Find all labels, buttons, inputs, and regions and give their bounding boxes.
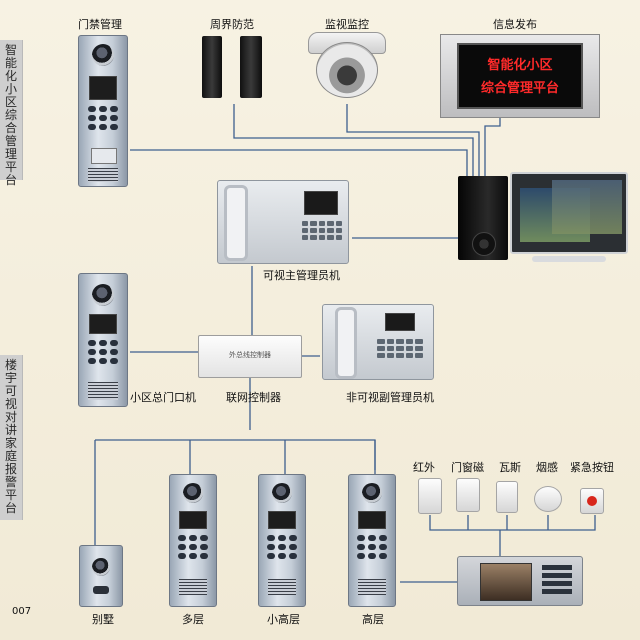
label-network-controller: 联网控制器 <box>226 391 281 404</box>
camera-lens-icon <box>92 284 114 306</box>
dome-camera <box>308 32 386 98</box>
panel-display <box>358 511 386 529</box>
console-keypad <box>302 221 342 240</box>
label-nonvideo-sub-console: 非可视副管理员机 <box>346 391 434 404</box>
smoke-detector-icon <box>534 486 562 512</box>
monitor-stand <box>532 256 606 262</box>
indoor-video-monitor <box>457 556 583 606</box>
camera-dome-icon <box>316 42 378 98</box>
red-button <box>587 496 597 506</box>
side-tab-label: 智能化小区综合管理平台 <box>4 43 17 187</box>
door-magnet-sensor-icon <box>456 478 480 512</box>
camera-lens-icon <box>272 483 292 503</box>
label-entrance-unit: 小区总门口机 <box>130 391 196 404</box>
side-tab-management-platform: 智能化小区综合管理平台 <box>0 40 23 187</box>
console-keypad <box>377 339 423 358</box>
video-main-console <box>217 180 349 264</box>
label-multi-storey: 多层 <box>182 613 204 626</box>
label-access-control: 门禁管理 <box>78 18 122 31</box>
label-high-rise: 高层 <box>362 613 384 626</box>
label-villa: 别墅 <box>92 613 114 626</box>
handset-icon <box>224 185 248 261</box>
speaker-grille <box>358 579 386 595</box>
label-infrared: 红外 <box>413 461 435 474</box>
label-info-release: 信息发布 <box>493 18 537 31</box>
camera-lens-icon <box>183 483 203 503</box>
nonvideo-sub-console <box>322 304 434 380</box>
high-rise-door-station <box>348 474 396 607</box>
monitor-display <box>480 563 532 601</box>
led-text-line1: 智能化小区 <box>487 58 553 73</box>
label-perimeter: 周界防范 <box>210 18 254 31</box>
emergency-button-icon <box>580 488 604 514</box>
keypad <box>357 535 387 559</box>
keypad <box>178 535 208 559</box>
console-display <box>304 191 338 215</box>
handset-icon <box>335 307 357 379</box>
speaker-grille <box>179 579 207 595</box>
speaker-grille <box>88 382 118 400</box>
infrared-sensor-icon <box>418 478 442 514</box>
speaker-grille <box>268 579 296 595</box>
page-number: 007 <box>12 606 32 617</box>
access-control-panel <box>78 35 128 187</box>
speaker-grille <box>88 168 118 182</box>
monitor-screen <box>510 172 628 254</box>
keypad <box>88 340 118 364</box>
console-display <box>385 313 415 331</box>
computer-monitor <box>510 172 628 268</box>
panel-display <box>89 76 117 100</box>
camera-lens-icon <box>92 44 114 66</box>
gas-detector-icon <box>496 481 518 513</box>
monitor-window-image <box>552 180 622 234</box>
keypad <box>88 106 118 130</box>
led-screen: 智能化小区 综合管理平台 <box>457 43 583 109</box>
monitor-buttons <box>542 565 572 597</box>
card-reader-icon <box>91 148 117 164</box>
label-door-magnet: 门窗磁 <box>451 461 484 474</box>
side-tab-intercom-platform: 楼宇可视对讲家庭报警平台 <box>0 355 23 520</box>
computer-tower <box>458 176 508 260</box>
panel-display <box>179 511 207 529</box>
side-tab-label: 楼宇可视对讲家庭报警平台 <box>4 358 17 515</box>
small-high-rise-door-station <box>258 474 306 607</box>
panel-display <box>268 511 296 529</box>
beam-transmitter-icon <box>202 36 222 98</box>
label-gas: 瓦斯 <box>499 461 521 474</box>
label-small-high-rise: 小高层 <box>267 613 300 626</box>
led-info-board: 智能化小区 综合管理平台 <box>440 34 600 118</box>
infrared-beam-detectors <box>200 36 265 98</box>
led-text-line2: 综合管理平台 <box>480 81 559 96</box>
camera-lens-icon <box>92 558 110 576</box>
panel-display <box>89 314 117 334</box>
label-video-main-console: 可视主管理员机 <box>263 269 340 282</box>
multi-storey-door-station <box>169 474 217 607</box>
camera-lens-icon <box>362 483 382 503</box>
network-controller-box: 外总线控制器 <box>198 335 302 378</box>
entrance-door-station <box>78 273 128 407</box>
tower-fan-icon <box>472 232 496 256</box>
controller-box-text: 外总线控制器 <box>229 351 271 359</box>
keypad <box>267 535 297 559</box>
label-smoke: 烟感 <box>536 461 558 474</box>
label-emergency-button: 紧急按钮 <box>570 461 614 474</box>
beam-receiver-icon <box>240 36 262 98</box>
call-button <box>93 586 109 594</box>
villa-door-station <box>79 545 123 607</box>
label-surveillance: 监视监控 <box>325 18 369 31</box>
